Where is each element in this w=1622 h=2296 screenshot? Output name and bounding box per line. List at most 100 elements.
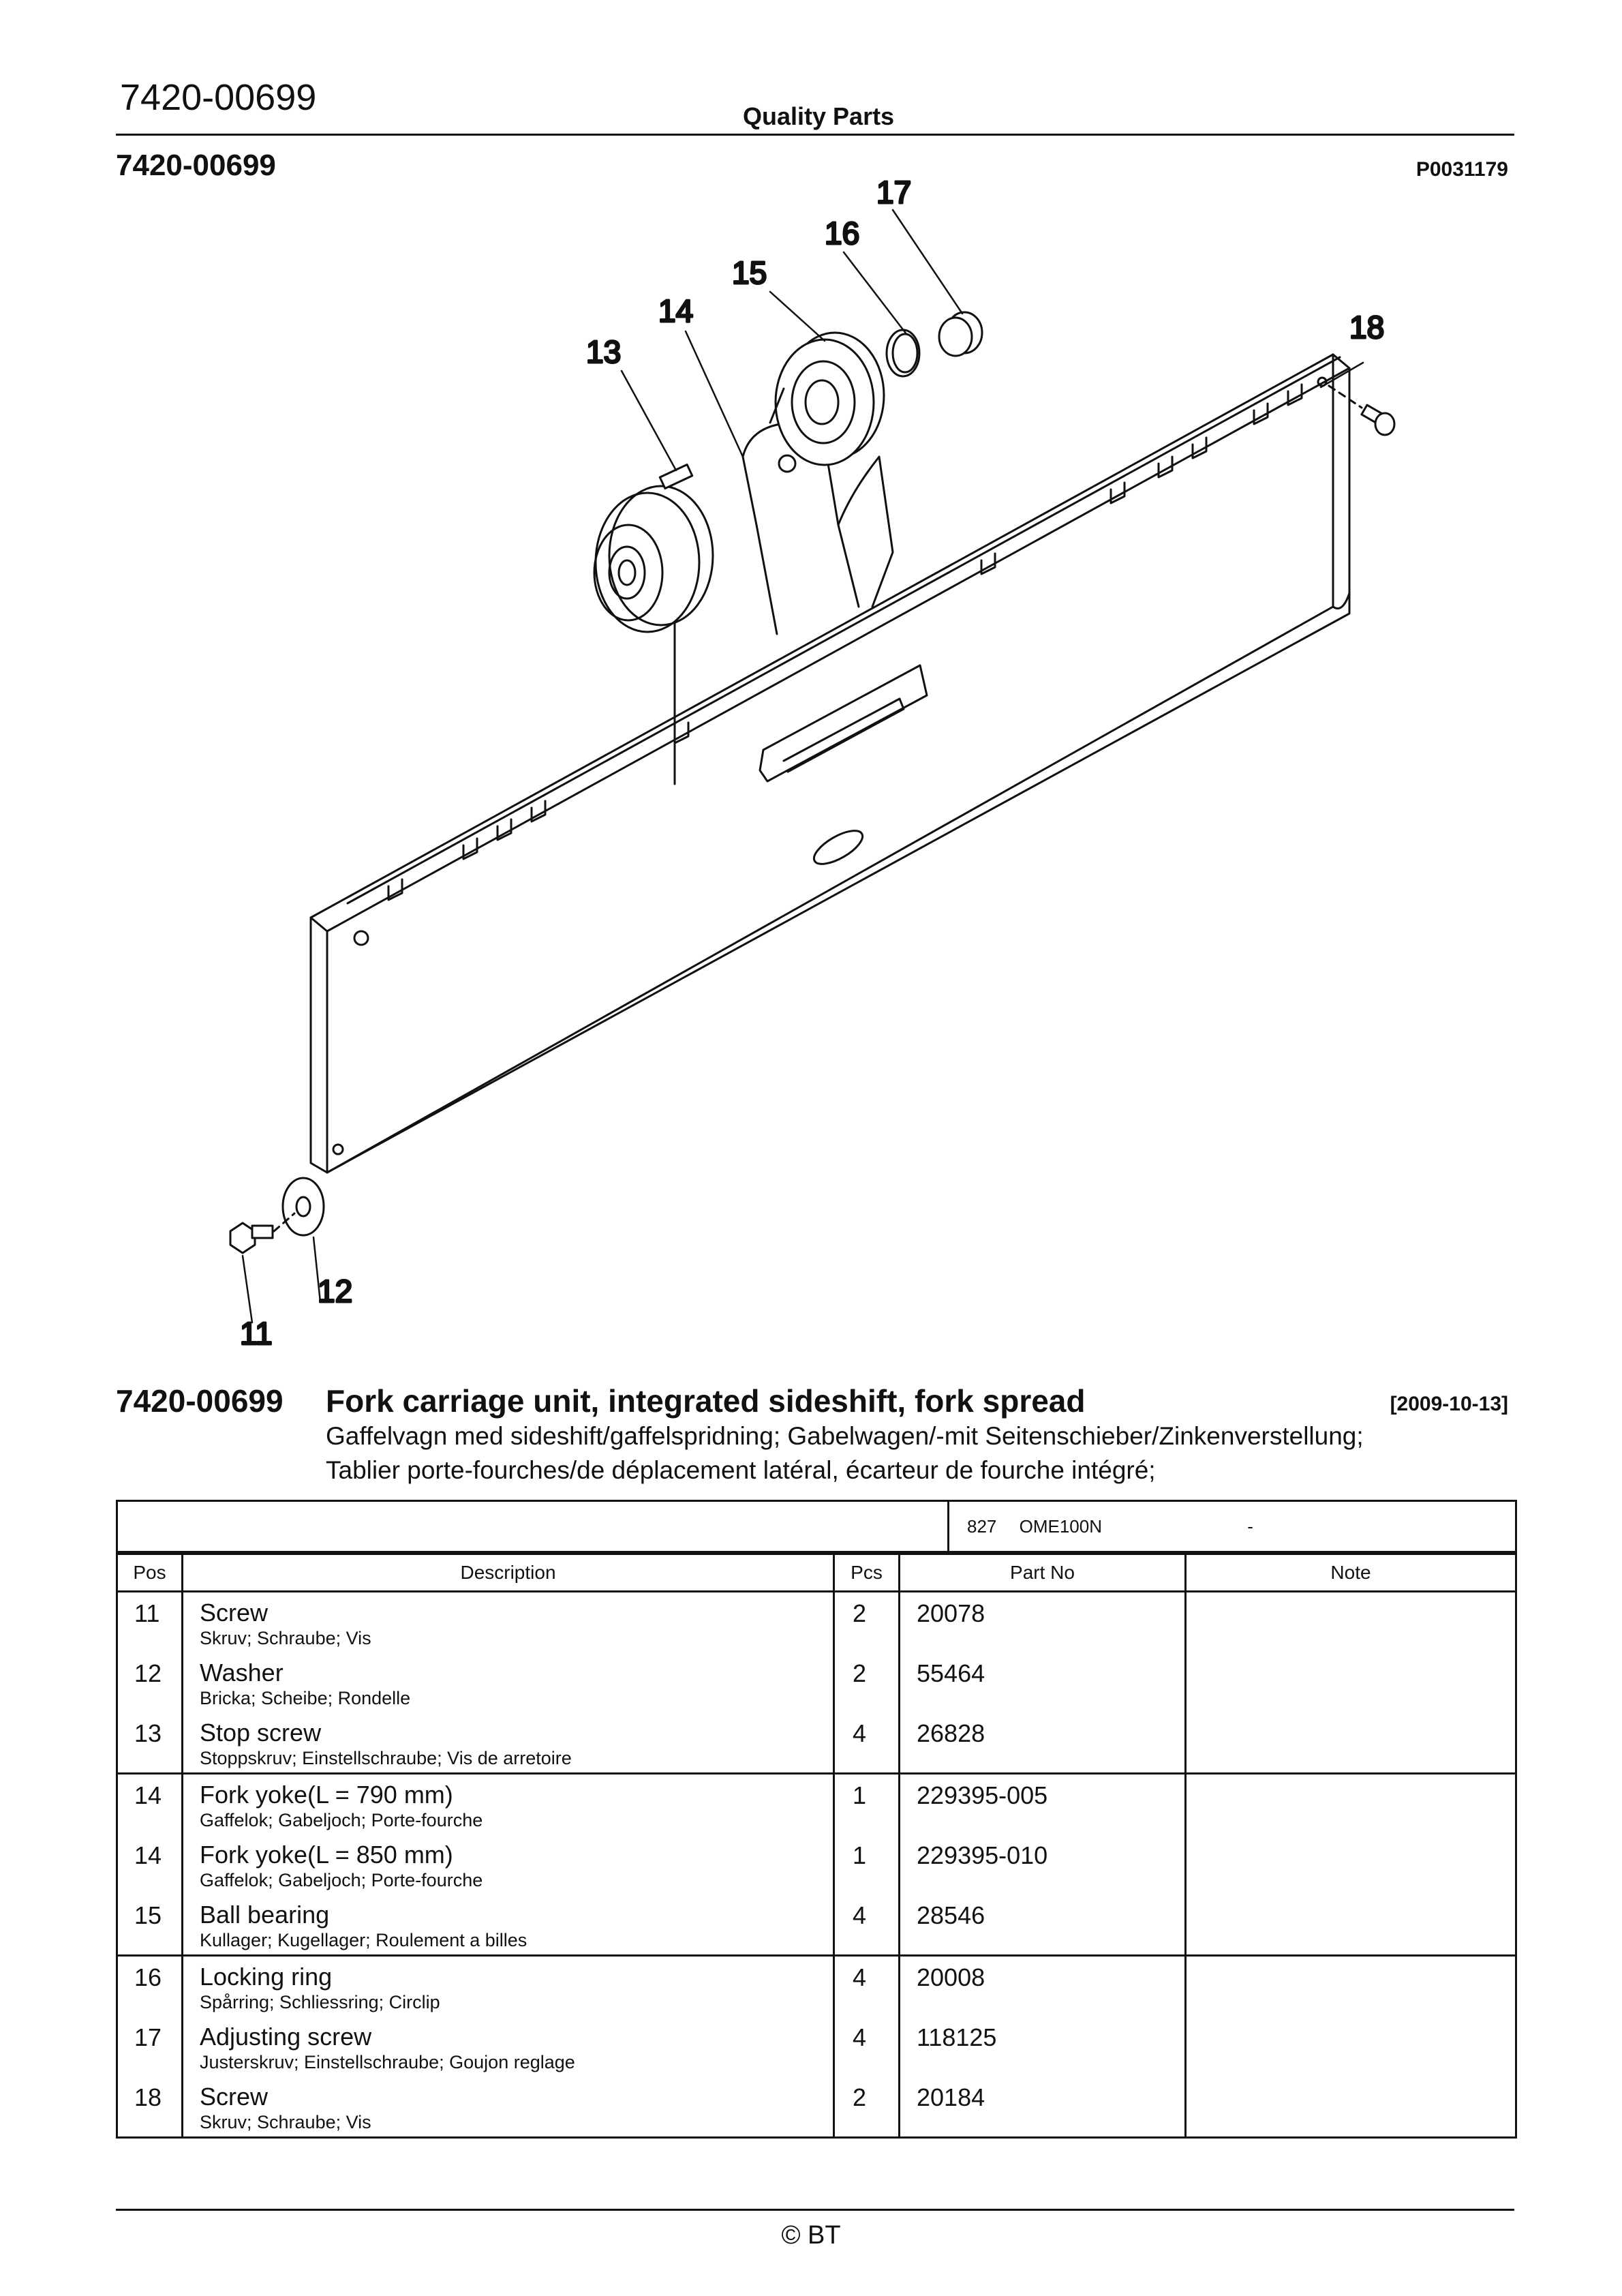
- row-pcs: 2: [833, 1590, 900, 1652]
- row-pcs: 4: [833, 1712, 900, 1774]
- row-pcs-text: 4: [853, 1901, 867, 1929]
- row-part-no: 118125: [898, 2016, 1187, 2076]
- row-pos: 14: [116, 1834, 183, 1894]
- callout-11: 11: [240, 1316, 273, 1351]
- row-note: [1184, 1894, 1517, 1956]
- row-part-no-text: 55464: [917, 1659, 985, 1687]
- row-pcs-text: 4: [853, 1963, 867, 1991]
- row-note: [1184, 1652, 1517, 1712]
- table-row: 14 Fork yoke(L = 790 mm)Gaffelok; Gabeljo…: [116, 1772, 1517, 1834]
- table-header-row: Pos Description Pcs Part No Note: [116, 1553, 1517, 1592]
- row-part-no: 20184: [898, 2076, 1187, 2139]
- row-pos-text: 15: [134, 1901, 162, 1929]
- row-part-no-text: 20008: [917, 1963, 985, 1991]
- row-part-no-text: 20078: [917, 1599, 985, 1627]
- row-part-no-text: 229395-005: [917, 1781, 1048, 1809]
- row-part-name: Locking ring: [200, 1963, 333, 1991]
- row-pcs: 2: [833, 2076, 900, 2139]
- row-pos: 16: [116, 1954, 183, 2016]
- row-part-name: Ball bearing: [200, 1901, 330, 1929]
- footer-divider: [116, 2209, 1514, 2211]
- row-note: [1184, 1834, 1517, 1894]
- row-part-name: Adjusting screw: [200, 2023, 372, 2051]
- row-part-name: Fork yoke(L = 850 mm): [200, 1841, 453, 1869]
- row-note: [1184, 2076, 1517, 2139]
- row-note: [1184, 1772, 1517, 1834]
- section-translation-1: Gaffelvagn med sideshift/gaffelspridning…: [326, 1422, 1364, 1450]
- callout-leaders: [241, 209, 1364, 1324]
- row-pcs: 4: [833, 1894, 900, 1956]
- row-part-no: 55464: [898, 1652, 1187, 1712]
- row-pos: 13: [116, 1712, 183, 1774]
- row-part-translations: Stoppskruv; Einstellschraube; Vis de arr…: [200, 1748, 572, 1768]
- row-pcs: 4: [833, 1954, 900, 2016]
- row-pos: 14: [116, 1772, 183, 1834]
- row-pos: 17: [116, 2016, 183, 2076]
- roller-wheel: [593, 485, 714, 633]
- row-pos-text: 11: [134, 1599, 160, 1627]
- footer-copyright: © BT: [781, 2221, 841, 2250]
- row-pcs-text: 2: [853, 2083, 867, 2111]
- model-empty-cell: [116, 1500, 949, 1553]
- col-header-description: Description: [181, 1553, 835, 1592]
- section-title: Fork carriage unit, integrated sideshift…: [326, 1383, 1086, 1419]
- row-description: Fork yoke(L = 790 mm)Gaffelok; Gabeljoch…: [181, 1772, 835, 1834]
- row-part-no-text: 28546: [917, 1901, 985, 1929]
- row-pos: 18: [116, 2076, 183, 2139]
- row-pos: 15: [116, 1894, 183, 1956]
- callout-16: 16: [825, 215, 859, 251]
- row-part-no: 26828: [898, 1712, 1187, 1774]
- row-part-name: Stop screw: [200, 1719, 322, 1747]
- row-part-no: 229395-005: [898, 1772, 1187, 1834]
- row-part-translations: Skruv; Schraube; Vis: [200, 1628, 371, 1648]
- row-description: Fork yoke(L = 850 mm)Gaffelok; Gabeljoch…: [181, 1834, 835, 1894]
- row-pos-text: 18: [134, 2083, 162, 2111]
- row-part-translations: Skruv; Schraube; Vis: [200, 2112, 371, 2132]
- callout-17: 17: [876, 175, 911, 210]
- exploded-parts-diagram: 17 16 15 14 13 18 12 11: [229, 174, 1396, 1353]
- row-pcs-text: 1: [853, 1841, 867, 1869]
- col-header-note: Note: [1184, 1553, 1517, 1592]
- row-note: [1184, 1712, 1517, 1774]
- model-cell: 827 OME100N -: [947, 1500, 1517, 1553]
- row-part-name: Screw: [200, 1599, 269, 1627]
- row-part-translations: Kullager; Kugellager; Roulement a billes: [200, 1930, 527, 1950]
- adjusting-screw-part: [938, 311, 983, 357]
- row-pcs: 2: [833, 1652, 900, 1712]
- row-note: [1184, 1954, 1517, 2016]
- row-pos-text: 17: [134, 2023, 162, 2051]
- locking-ring-part: [885, 329, 921, 378]
- section-date: [2009-10-13]: [1390, 1393, 1508, 1415]
- col-header-pcs: Pcs: [833, 1553, 900, 1592]
- row-part-name: Screw: [200, 2083, 269, 2111]
- row-pcs-text: 4: [853, 1719, 867, 1747]
- model-name: OME100N: [1019, 1515, 1103, 1537]
- row-part-translations: Bricka; Scheibe; Rondelle: [200, 1688, 411, 1708]
- washer-part: [281, 1177, 325, 1237]
- row-pcs: 4: [833, 2016, 900, 2076]
- carriage-plate: [309, 353, 1351, 1174]
- header-title: Quality Parts: [743, 102, 895, 130]
- model-number: 827: [967, 1515, 997, 1537]
- callout-14: 14: [658, 293, 693, 329]
- callout-13: 13: [586, 334, 621, 369]
- row-part-no: 20078: [898, 1590, 1187, 1652]
- ball-bearing-part: [769, 331, 885, 466]
- row-part-no: 28546: [898, 1894, 1187, 1956]
- row-pos-text: 13: [134, 1719, 162, 1747]
- row-part-translations: Justerskruv; Einstellschraube; Goujon re…: [200, 2052, 575, 2072]
- row-pos-text: 14: [134, 1781, 162, 1809]
- row-part-no-text: 118125: [917, 2023, 997, 2051]
- callout-18: 18: [1349, 309, 1384, 345]
- header-code: 7420-00699: [120, 77, 317, 118]
- row-pos: 12: [116, 1652, 183, 1712]
- row-pcs-text: 4: [853, 2023, 867, 2051]
- row-part-name: Washer: [200, 1659, 284, 1687]
